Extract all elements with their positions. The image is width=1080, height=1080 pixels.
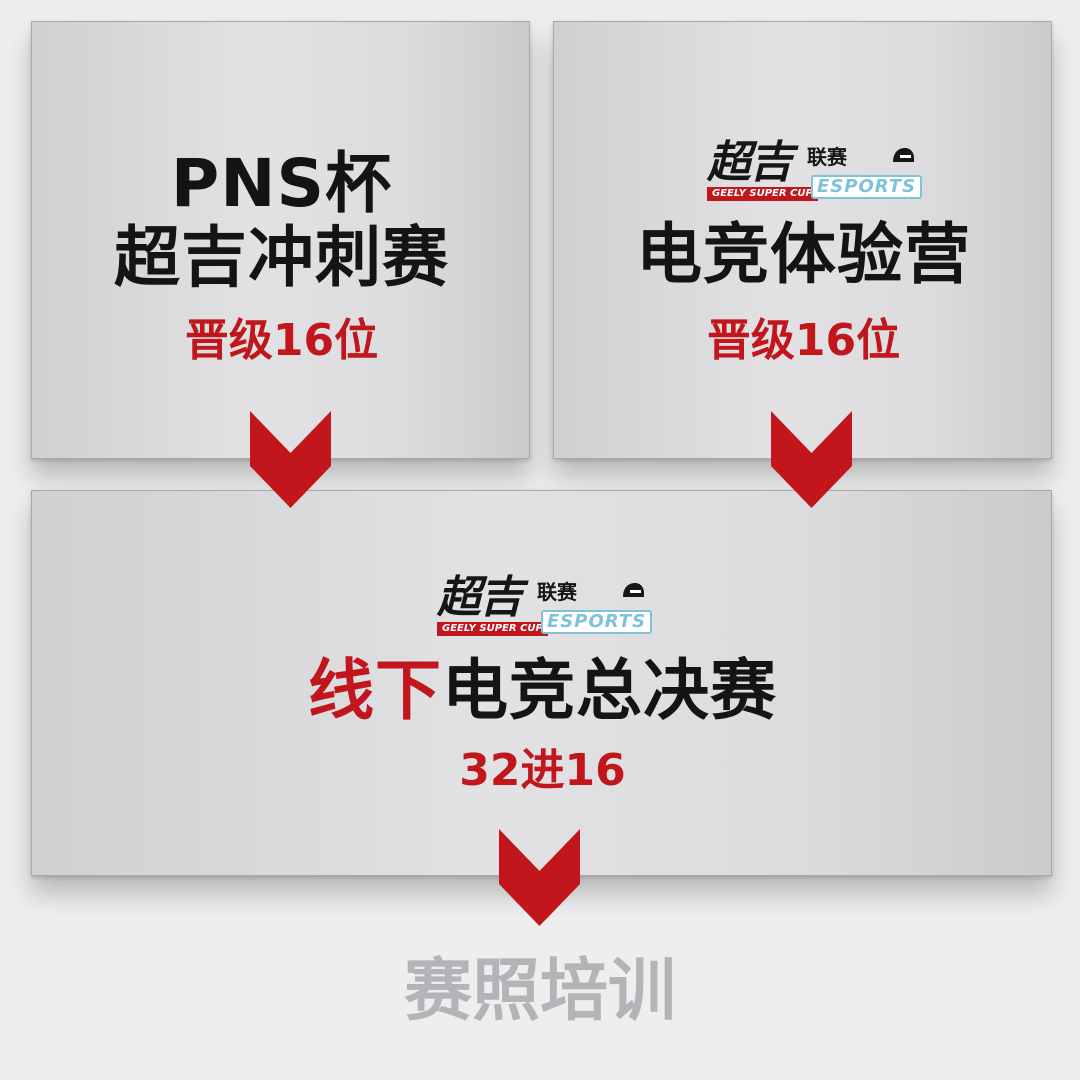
esports-camp-title: 电竞体验营	[636, 216, 971, 293]
offline-final-title-red: 线下	[308, 652, 442, 729]
offline-final-title-black: 电竞总决赛	[442, 652, 777, 729]
offline-final-card: 超吉 联赛 GEELY SUPER CUP ESPORTS 线下电竞总决赛 32…	[31, 490, 1052, 876]
esports-camp-card: 超吉 联赛 GEELY SUPER CUP ESPORTS 电竞体验营 晋级16…	[553, 21, 1052, 459]
helmet-icon	[623, 583, 644, 597]
offline-final-title: 线下电竞总决赛	[32, 652, 1053, 730]
pns-cup-subtitle: 晋级16位	[184, 315, 379, 366]
logo-league-text: 联赛	[807, 145, 847, 169]
pns-cup-title-line1: PNS杯	[170, 145, 393, 222]
pns-cup-card: PNS杯 超吉冲刺赛 晋级16位	[31, 21, 530, 459]
logo-league-text: 联赛	[537, 580, 577, 604]
logo-english-text: GEELY SUPER CUP	[437, 622, 548, 636]
chevron-down-icon	[499, 829, 580, 926]
logo-main-text: 超吉	[437, 572, 523, 623]
geely-super-cup-logo: 超吉 联赛 GEELY SUPER CUP ESPORTS	[707, 137, 923, 204]
logo-english-text: GEELY SUPER CUP	[707, 187, 818, 201]
logo-esports-badge: ESPORTS	[541, 610, 653, 634]
logo-main-text: 超吉	[707, 137, 793, 188]
helmet-icon	[893, 148, 914, 162]
logo-esports-badge: ESPORTS	[811, 175, 923, 199]
pns-cup-title-line2: 超吉冲刺赛	[114, 219, 449, 296]
geely-super-cup-logo: 超吉 联赛 GEELY SUPER CUP ESPORTS	[437, 572, 653, 639]
chevron-down-icon	[250, 411, 331, 508]
esports-camp-subtitle: 晋级16位	[706, 315, 901, 366]
offline-final-subtitle: 32进16	[459, 745, 626, 796]
chevron-down-icon	[771, 411, 852, 508]
license-training-label: 赛照培训	[403, 952, 676, 1031]
